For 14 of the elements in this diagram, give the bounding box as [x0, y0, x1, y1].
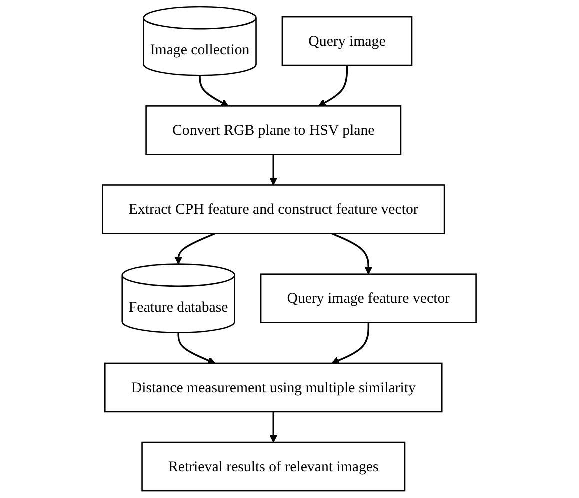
arrow [270, 412, 278, 443]
arrow [332, 322, 370, 364]
arrow [199, 76, 229, 107]
arrow [318, 66, 348, 107]
arrow [174, 232, 216, 265]
node-box: Distance measurement using multiple similarity [104, 362, 443, 413]
node-box: Retrieval results of relevant images [142, 442, 406, 492]
arrow [332, 232, 372, 275]
node-box: Query image [282, 16, 413, 66]
arrow [270, 154, 278, 186]
node-box: Extract CPH feature and construct feature vector [102, 184, 446, 234]
node-box: Convert RGB plane to HSV plane [146, 106, 402, 156]
arrow [178, 332, 216, 364]
node-box: Query image feature vector [260, 274, 477, 324]
